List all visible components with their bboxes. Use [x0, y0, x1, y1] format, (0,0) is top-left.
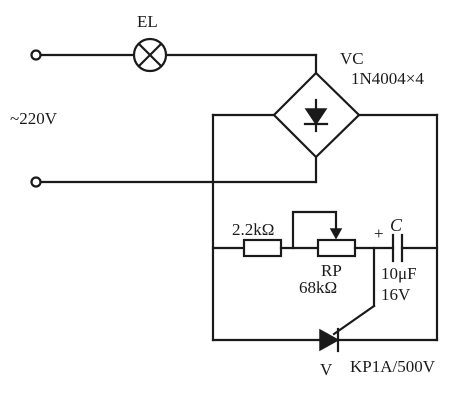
thyristor-part-label: KP1A/500V	[350, 357, 436, 376]
pot-wiper-arrow-icon	[329, 228, 343, 240]
pot-ref-label: RP	[321, 261, 342, 280]
capacitor-value-label: 10μF	[381, 264, 417, 283]
capacitor-polarity-label: +	[374, 224, 384, 243]
bridge-ref-label: VC	[340, 49, 364, 68]
resistor-2k2	[242, 238, 283, 258]
supply-voltage-label: ~220V	[10, 109, 58, 128]
wire-thyristor-gate	[332, 304, 376, 336]
capacitor-c	[391, 233, 404, 263]
lamp-label: EL	[137, 12, 158, 31]
bridge-part-label: 1N4004×4	[351, 69, 424, 88]
supply-terminal-top	[30, 49, 42, 61]
resistor-value-label: 2.2kΩ	[232, 220, 274, 239]
thyristor-ref-label: V	[320, 360, 333, 379]
capacitor-ref-label: C	[390, 215, 403, 235]
wire-pot-wiper-loop	[291, 210, 338, 250]
lamp-el	[132, 37, 168, 73]
capacitor-voltage-label: 16V	[381, 285, 411, 304]
potentiometer-rp	[316, 238, 357, 258]
supply-terminal-bottom	[30, 176, 42, 188]
bridge-rectifier-vc	[272, 71, 361, 159]
pot-value-label: 68kΩ	[299, 278, 337, 297]
